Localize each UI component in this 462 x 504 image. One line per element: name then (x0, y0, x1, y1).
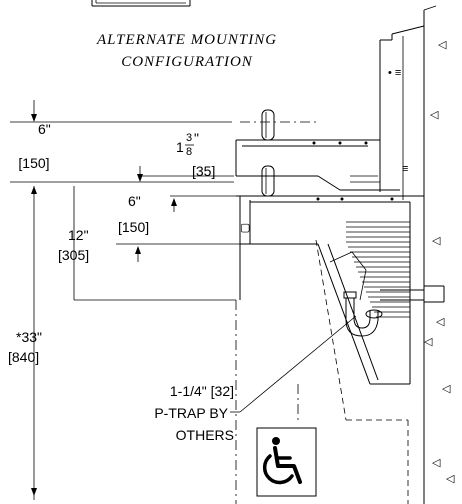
svg-text:◁: ◁ (430, 109, 439, 121)
svg-text:◁: ◁ (424, 336, 433, 348)
top-fragment (91, 0, 191, 7)
dim-1-3-8-den: 8 (186, 146, 192, 158)
dim-1-3-8-num: 3 (186, 132, 192, 144)
dim-6in-mid: 6" (128, 193, 141, 209)
wall: ◁ ◁ ◁ ◁ ◁ ◁ ◁ ◁ (423, 5, 455, 504)
p-trap (329, 251, 445, 337)
callout-line3: OTHERS (176, 427, 234, 443)
callout-line2: P-TRAP BY (154, 405, 228, 421)
upper-cabinet: • ≡ ≡ (368, 25, 425, 200)
dim-1-3-8-whole: 1 (176, 139, 184, 155)
svg-text:◁: ◁ (446, 473, 455, 485)
callout-line1: 1-1/4" [32] (170, 383, 234, 399)
svg-text:◁: ◁ (432, 457, 441, 469)
svg-text:◁: ◁ (442, 383, 451, 395)
centerlines (235, 239, 409, 504)
svg-text:◁: ◁ (432, 235, 441, 247)
dim-35: [35] (192, 163, 215, 179)
dim-305: [305] (58, 247, 89, 263)
dim-6in-top: 6" (38, 121, 51, 137)
upper-fountain (235, 109, 400, 191)
dim-840: [840] (8, 349, 39, 365)
dim-1-3-8-unit: " (194, 130, 199, 146)
dim-12in: 12" (68, 227, 89, 243)
svg-text:▢: ▢ (240, 222, 250, 234)
title-line2: CONFIGURATION (121, 54, 253, 70)
main-fountain: ▢ (236, 165, 424, 385)
svg-text:≡: ≡ (402, 163, 408, 175)
dim-33in: *33" (16, 329, 42, 345)
dim-150-mid: [150] (118, 219, 149, 235)
wheelchair-icon (256, 427, 317, 497)
louver-vent (346, 221, 410, 318)
svg-text:◁: ◁ (438, 39, 447, 51)
svg-text:• ≡: • ≡ (388, 67, 401, 79)
svg-text:◁: ◁ (436, 316, 445, 328)
title-line1: ALTERNATE MOUNTING (96, 32, 277, 48)
dim-150-top: [150] (18, 155, 49, 171)
dimension-lines (10, 100, 240, 500)
